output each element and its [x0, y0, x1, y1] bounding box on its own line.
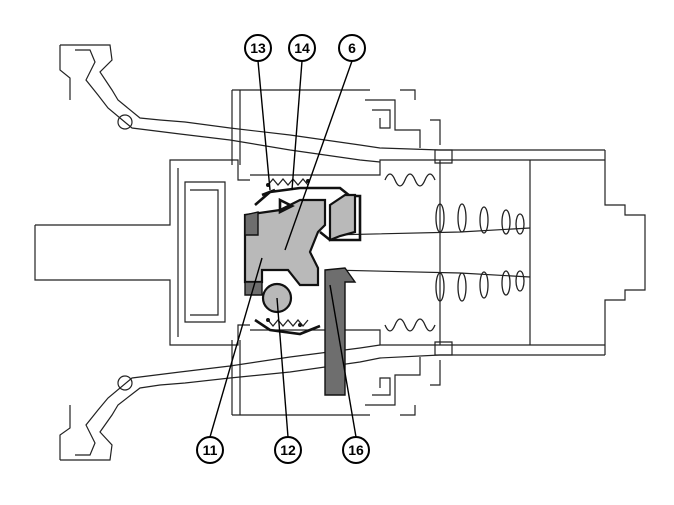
barrel — [250, 149, 646, 356]
callout-12: 12 — [274, 436, 302, 464]
upper-seal — [244, 211, 259, 236]
upper-fork-arm — [328, 193, 357, 242]
callout-13: 13 — [244, 34, 272, 62]
callout-14: 14 — [288, 34, 316, 62]
callout-12-label: 12 — [280, 442, 296, 458]
part-6-piston — [243, 198, 327, 287]
leader-lines — [209, 60, 357, 438]
callout-16: 16 — [342, 436, 370, 464]
callout-6-label: 6 — [348, 40, 356, 56]
shaft-hub — [34, 159, 250, 346]
callout-13-label: 13 — [250, 40, 266, 56]
callout-14-label: 14 — [294, 40, 310, 56]
springs — [267, 173, 525, 332]
callout-6: 6 — [338, 34, 366, 62]
callout-11-label: 11 — [203, 442, 218, 458]
callout-11: 11 — [196, 436, 224, 464]
part-16-release-lever — [324, 267, 357, 396]
housing-outline — [59, 44, 605, 461]
callout-16-label: 16 — [348, 442, 364, 458]
